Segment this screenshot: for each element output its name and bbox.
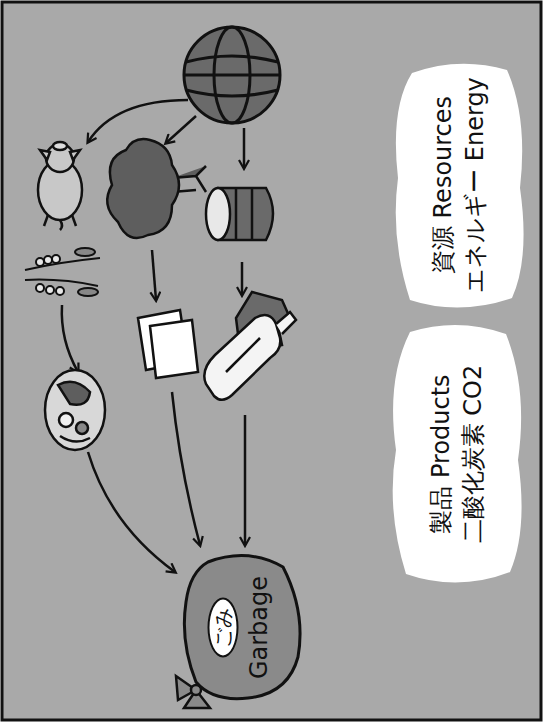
tree-icon	[107, 139, 206, 238]
node-text: エネルギー Energy	[459, 77, 491, 293]
node-text: 二酸化炭素 CO2	[457, 365, 489, 544]
text-group: ごみGarbage	[178, 552, 303, 702]
crop-icon	[25, 248, 100, 296]
node-text: ごみ	[207, 597, 238, 657]
node-text: 製品 Products	[425, 374, 457, 533]
node-shape	[393, 325, 522, 583]
paper-icon	[138, 310, 198, 378]
node-shape	[184, 556, 300, 699]
product-bubble: 製品 Products二酸化炭素 CO2	[388, 320, 526, 588]
flow-arrow	[62, 100, 245, 572]
text-group: 製品 Products二酸化炭素 CO2	[388, 320, 526, 588]
resource-bubble: 資源 Resourcesエネルギー Energy	[392, 58, 526, 312]
pig-icon	[38, 142, 82, 230]
product-icon	[204, 292, 296, 400]
node-text: Garbage	[242, 575, 274, 678]
node-outline	[178, 552, 303, 702]
node-outline	[392, 58, 526, 312]
text-group: 資源 Resourcesエネルギー Energy	[392, 58, 526, 312]
node-text: 資源 Resources	[427, 96, 459, 274]
node-shape	[396, 64, 524, 308]
food-icon	[45, 370, 105, 450]
garbage-bag: ごみGarbage	[178, 552, 303, 702]
node-outline	[388, 320, 526, 588]
globe-icon	[184, 27, 280, 123]
barrel-icon	[206, 188, 273, 240]
